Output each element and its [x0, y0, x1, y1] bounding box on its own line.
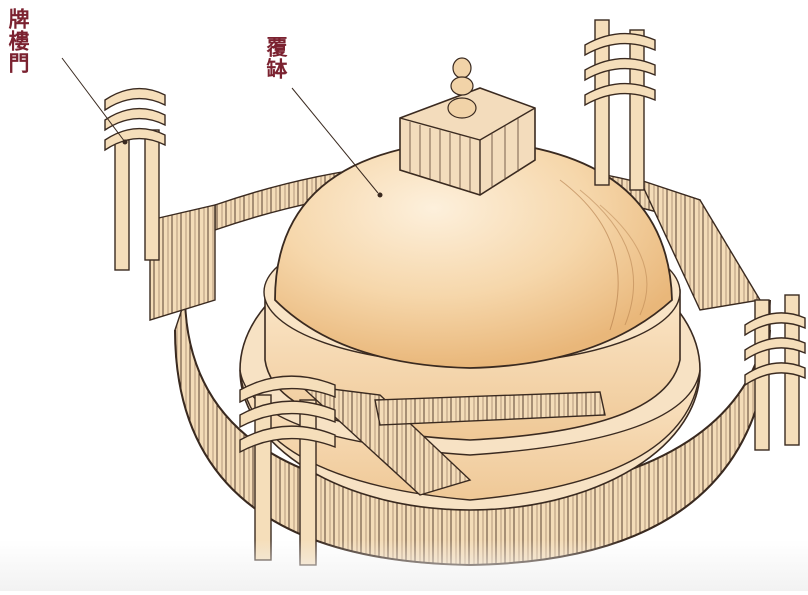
gateway-north-west: [105, 89, 165, 270]
gateway-north-east: [585, 20, 655, 190]
dome-leader-dot: [378, 193, 383, 198]
gateway-label: 牌樓門: [6, 8, 29, 74]
gateway-south-east: [745, 295, 805, 450]
dome-label: 覆缽: [264, 36, 287, 80]
gateway-leader-dot: [123, 140, 128, 145]
bottom-fade: [0, 540, 808, 591]
